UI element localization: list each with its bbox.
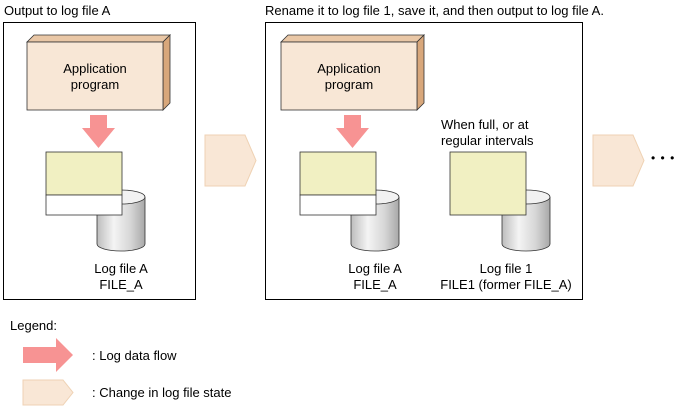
app-program-box-1 [26,34,171,111]
file-id-label: FILE1 (former FILE_A) [440,277,572,292]
log-file-a-partial [45,151,123,216]
panel-1-frame [3,22,196,300]
legend-chevron-icon [22,379,74,406]
log-data-flow-arrow-2 [336,115,369,148]
panel-2-frame [265,22,583,300]
app-label-line1: Application [63,61,127,76]
app-program-box-2 [280,34,425,111]
state-change-chevron-1 [204,134,257,187]
file-name-label: Log file A [94,261,148,276]
legend-title: Legend: [10,318,57,333]
log-data-flow-arrow-1 [82,115,115,148]
app-label-line1: Application [317,61,381,76]
file-id-label: FILE_A [353,277,397,292]
legend-flow-arrow-icon [23,338,73,372]
state-change-chevron-2 [592,134,645,187]
panel-1-title: Output to log file A [4,3,111,18]
file-id-label: FILE_A [99,277,143,292]
app-label-line2: program [70,77,120,92]
log-file-a-partial [299,151,377,216]
legend-item-label: : Change in log file state [92,385,232,400]
log-file-1-full [449,151,527,216]
app-label-line2: program [324,77,374,92]
panel-2-title: Rename it to log file 1, save it, and th… [265,3,604,18]
file-name-label: Log file 1 [479,261,533,276]
trigger-text-line1: When full, or at [441,117,529,132]
continuation-ellipsis: • • • [651,151,676,165]
legend-item-label: : Log data flow [92,348,177,363]
trigger-text-line2: regular intervals [441,133,534,148]
file-name-label: Log file A [348,261,402,276]
